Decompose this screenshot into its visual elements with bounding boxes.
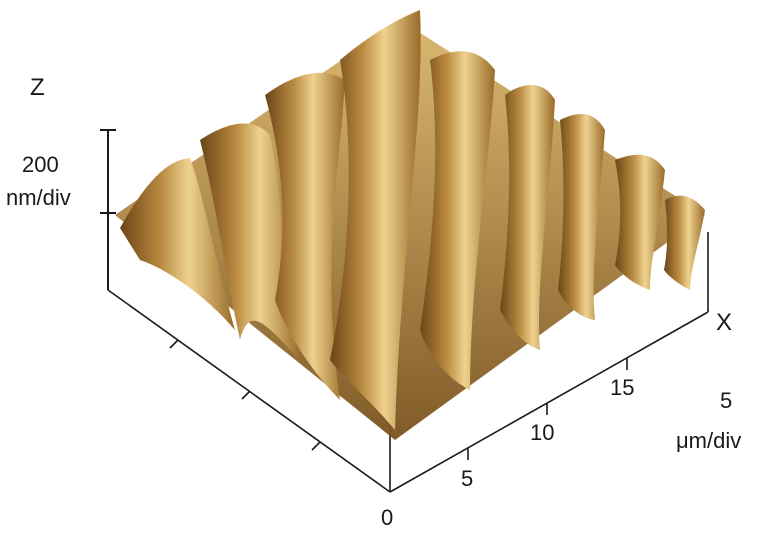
surface-base (115, 20, 705, 440)
x-tick-label-0: 0 (381, 505, 393, 530)
ridge-1 (120, 158, 235, 330)
x-tick-label-15: 15 (610, 375, 634, 400)
ridge-5 (420, 51, 495, 391)
ridge-7 (558, 114, 605, 320)
surface-topography (115, 10, 705, 440)
x-axis-label: X (716, 309, 732, 336)
x-tick-label-5: 5 (461, 466, 473, 491)
x-scale-unit: μm/div (676, 428, 741, 453)
ridge-2 (200, 123, 300, 360)
z-axis (100, 129, 116, 290)
x-tick-label-10: 10 (530, 420, 554, 445)
z-scale-unit: nm/div (6, 185, 71, 210)
ridge-9 (664, 195, 705, 290)
ridge-4 (330, 10, 421, 430)
ridge-6 (500, 84, 555, 350)
z-scale-value: 200 (22, 152, 59, 177)
x-scale-value: 5 (720, 388, 732, 413)
x-axis-ticks (467, 358, 628, 460)
z-axis-label: Z (30, 74, 45, 101)
ridge-8 (615, 154, 665, 290)
y-axis-ticks (169, 339, 321, 451)
ridge-3 (265, 72, 345, 401)
